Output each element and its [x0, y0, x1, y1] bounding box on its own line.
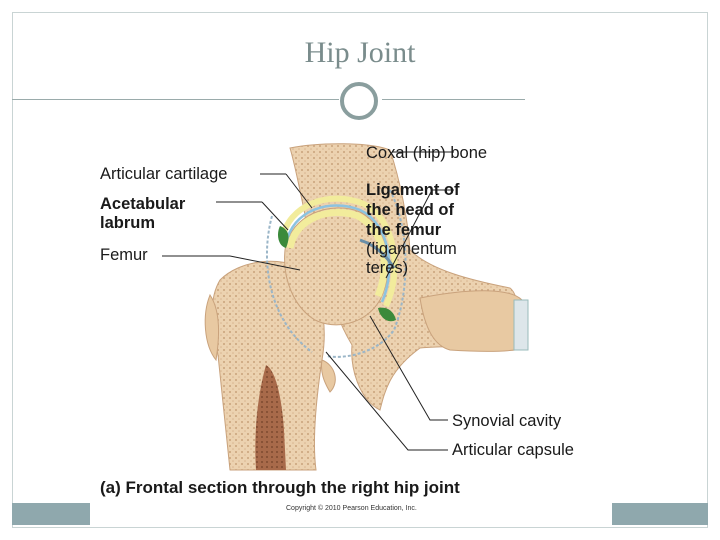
label-ligament-line4: (ligamentum	[366, 239, 457, 259]
slide-title: Hip Joint	[0, 36, 720, 70]
title-divider-left	[12, 99, 339, 100]
label-acetabular-labrum-line1: Acetabular	[100, 194, 185, 214]
footer-band-left	[12, 503, 90, 525]
footer-band-right	[612, 503, 708, 525]
label-acetabular-labrum-line2: labrum	[100, 213, 155, 233]
figure-caption: (a) Frontal section through the right hi…	[100, 478, 460, 498]
label-ligament-line5: teres)	[366, 258, 408, 278]
caption-prefix: (a)	[100, 478, 121, 497]
caption-text: Frontal section through the right hip jo…	[126, 478, 460, 497]
copyright-notice: Copyright © 2010 Pearson Education, Inc.	[286, 505, 417, 512]
label-synovial-cavity: Synovial cavity	[452, 411, 561, 431]
label-coxal-bone: Coxal (hip) bone	[366, 143, 487, 163]
lesser-trochanter	[321, 360, 335, 392]
divider-ring-ornament	[340, 82, 378, 120]
label-femur: Femur	[100, 245, 148, 265]
label-ligament-line3: the femur	[366, 220, 441, 240]
title-divider-right	[382, 99, 525, 100]
label-ligament-line1: Ligament of	[366, 180, 460, 200]
bone-cut-surface	[514, 300, 528, 350]
label-articular-capsule: Articular capsule	[452, 440, 574, 460]
label-ligament-line2: the head of	[366, 200, 454, 220]
hip-joint-figure: Coxal (hip) bone Articular cartilage Ace…	[90, 120, 612, 523]
label-articular-cartilage: Articular cartilage	[100, 164, 227, 184]
